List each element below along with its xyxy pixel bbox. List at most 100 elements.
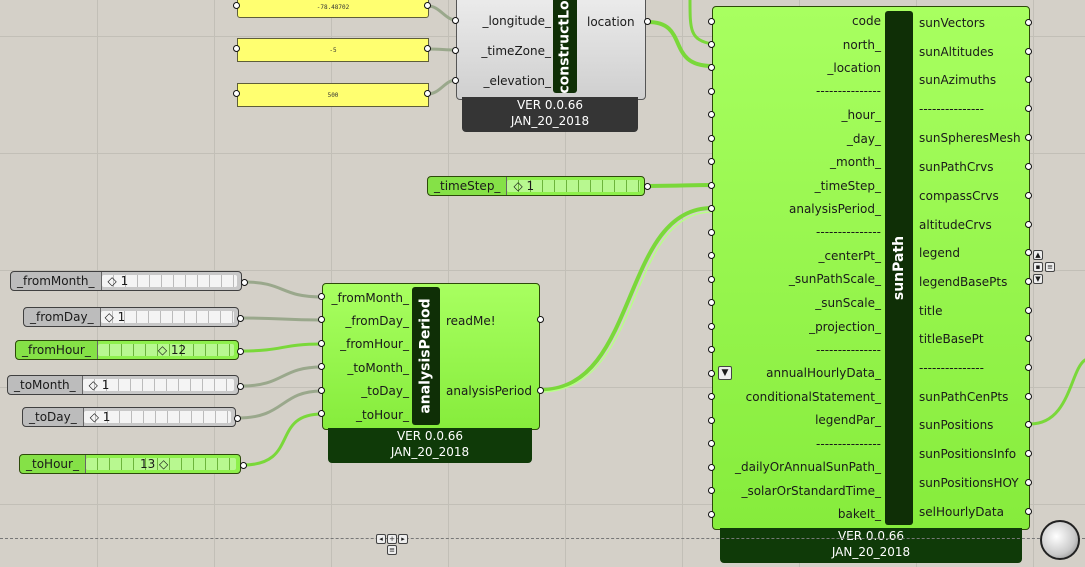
input-from-day[interactable]: _fromDay_ [345,314,409,328]
construct-location-component[interactable]: _longitude_ _timeZone_ _elevation_ const… [456,0,646,100]
output-port[interactable] [1025,421,1032,428]
input-port[interactable] [708,88,715,95]
input-port[interactable] [318,293,325,300]
from-month-slider[interactable]: _fromMonth_ ◇ 1 [10,271,242,291]
input-port[interactable] [708,229,715,236]
to-hour-slider-track[interactable]: 13 ◇ [85,457,236,471]
input-port[interactable] [708,464,715,471]
input-port[interactable] [708,370,715,377]
input-from-hour[interactable]: _fromHour_ [340,337,409,351]
panel-port[interactable] [233,90,240,97]
output-sun-positions[interactable]: sunPositions [919,418,994,432]
input-daily-or-annual[interactable]: _dailyOrAnnualSunPath_ [734,460,881,474]
input-port[interactable] [708,205,715,212]
output-port[interactable] [1025,19,1032,26]
output-legend-base-pts[interactable]: legendBasePts [919,275,1008,289]
output-altitude-crvs[interactable]: altitudeCrvs [919,218,992,232]
input-port[interactable] [708,111,715,118]
input-annual-hourly-data[interactable]: annualHourlyData_ [766,366,881,380]
to-day-slider[interactable]: _toDay_ ◇ 1 [22,407,236,427]
from-hour-slider-track[interactable]: ◇ 12 [97,343,234,357]
output-port[interactable] [1025,76,1032,83]
timestep-slider[interactable]: _timeStep_ ◇ 1 [427,176,645,196]
timestep-slider-track[interactable]: ◇ 1 [507,179,640,193]
input-code[interactable]: code [852,14,881,28]
input-port[interactable] [318,340,325,347]
sun-path-component[interactable]: code north_ _location --------------- _h… [712,6,1030,530]
construct-location-title-bar[interactable]: constructLo [553,0,577,94]
analysis-period-title-bar[interactable]: analysisPeriod [412,287,440,425]
input-timezone[interactable]: _timeZone_ [481,44,551,58]
input-hour[interactable]: _hour_ [841,108,882,122]
analysis-period-component[interactable]: _fromMonth_ _fromDay_ _fromHour_ _toMont… [322,283,540,430]
output-legend[interactable]: legend [919,246,960,260]
input-timestep[interactable]: _timeStep_ [814,179,881,193]
canvas-nav-icon[interactable]: ◂ + ▸ ≡ [376,534,410,558]
input-conditional-statement[interactable]: conditionalStatement_ [745,390,881,404]
panel-port[interactable] [233,45,240,52]
input-port[interactable] [318,410,325,417]
nav-plus-icon[interactable]: + [387,534,397,544]
sun-path-title-bar[interactable]: sunPath [885,11,913,525]
input-port[interactable] [452,17,459,24]
panel-port[interactable] [233,2,240,9]
output-port[interactable] [1025,163,1032,170]
panel-port[interactable] [424,45,431,52]
input-analysis-period[interactable]: analysisPeriod_ [788,202,881,216]
input-to-month[interactable]: _toMonth_ [347,361,409,375]
output-sun-positions-hoy[interactable]: sunPositionsHOY [919,476,1019,490]
to-month-slider-track[interactable]: ◇ 1 [82,378,234,392]
input-port[interactable] [708,511,715,518]
input-port[interactable] [708,182,715,189]
input-legend-par[interactable]: legendPar_ [815,413,881,427]
output-port[interactable] [1025,364,1032,371]
input-port[interactable] [708,323,715,330]
from-day-slider-track[interactable]: ◇ 1 [100,310,234,324]
output-port[interactable] [1025,278,1032,285]
input-port[interactable] [708,41,715,48]
to-hour-slider[interactable]: _toHour_ 13 ◇ [19,454,241,474]
panel-port[interactable] [424,90,431,97]
output-port[interactable] [1025,479,1032,486]
input-elevation[interactable]: _elevation_ [483,74,551,88]
nav-left-icon[interactable]: ◂ [376,534,386,544]
output-port[interactable] [1025,393,1032,400]
input-day[interactable]: _day_ [846,132,881,146]
input-port[interactable] [318,363,325,370]
slider-port[interactable] [241,279,248,286]
input-port[interactable] [708,158,715,165]
input-port[interactable] [708,346,715,353]
nav-right-icon[interactable]: ▸ [398,534,408,544]
output-port[interactable] [1025,508,1032,515]
nav-menu-icon[interactable]: ≡ [387,545,397,555]
input-location[interactable]: _location [827,61,881,75]
input-port[interactable] [452,77,459,84]
input-port[interactable] [318,316,325,323]
output-title-base-pt[interactable]: titleBasePt [919,332,984,346]
output-port[interactable] [1025,105,1032,112]
slider-port[interactable] [237,348,244,355]
output-port[interactable] [1025,307,1032,314]
zoom-in-icon[interactable]: ▲ [1033,250,1043,260]
input-longitude[interactable]: _longitude_ [482,14,551,28]
input-port[interactable] [708,487,715,494]
input-sun-path-scale[interactable]: _sunPathScale_ [788,272,881,286]
output-sun-altitudes[interactable]: sunAltitudes [919,45,994,59]
input-to-hour[interactable]: _toHour_ [356,408,409,422]
timezone-panel[interactable]: -5 [237,38,429,62]
input-solar-or-standard[interactable]: _solarOrStandardTime_ [741,484,881,498]
output-port[interactable] [1025,335,1032,342]
input-center-pt[interactable]: _centerPt_ [818,249,881,263]
output-sun-azimuths[interactable]: sunAzimuths [919,73,997,87]
output-port[interactable] [1025,249,1032,256]
output-analysis-period[interactable]: analysisPeriod [446,384,533,398]
output-title[interactable]: title [919,304,943,318]
output-sun-path-crvs[interactable]: sunPathCrvs [919,160,994,174]
input-port[interactable] [708,252,715,259]
input-port[interactable] [318,387,325,394]
output-port[interactable] [537,387,544,394]
output-sun-positions-info[interactable]: sunPositionsInfo [919,447,1017,461]
input-port[interactable] [708,276,715,283]
output-readme[interactable]: readMe! [446,314,496,328]
output-compass-crvs[interactable]: compassCrvs [919,189,999,203]
